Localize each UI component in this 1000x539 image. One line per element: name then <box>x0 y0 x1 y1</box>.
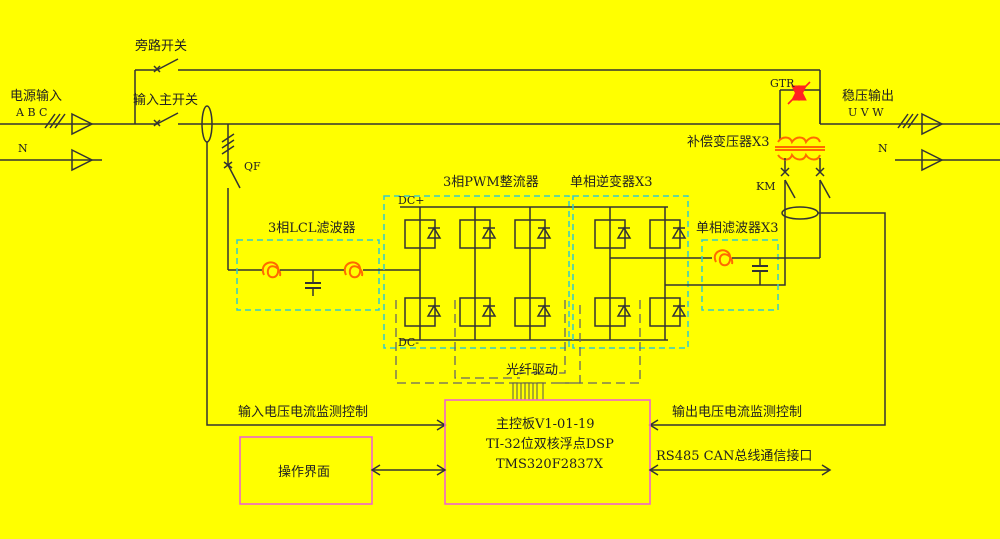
label-main-board-1: 主控板V1-01-19 <box>496 417 595 432</box>
label-main-switch: 输入主开关 <box>133 92 198 108</box>
label-main-board-2: TI-32位双核浮点DSP <box>486 437 614 452</box>
input-n-line <box>0 148 102 172</box>
km-switches <box>780 160 831 199</box>
label-output-monitor: 输出电压电流监测控制 <box>672 404 802 420</box>
qf-branch <box>221 124 262 271</box>
rectifier-leg-2 <box>459 207 497 340</box>
single-filter-components <box>713 180 821 285</box>
inverter-box <box>572 195 689 349</box>
output-n-line <box>895 148 1000 172</box>
single-filter-box <box>701 239 779 311</box>
rectifier-leg-3 <box>514 207 552 340</box>
lcl-filter-components <box>261 261 420 296</box>
label-dc-plus: DC+ <box>398 194 424 207</box>
lcl-filter-box <box>236 239 380 311</box>
pwm-rectifier-box <box>383 195 570 349</box>
label-single-filter: 单相滤波器X3 <box>696 221 779 236</box>
label-uvw: U V W <box>848 106 884 119</box>
label-operation-ui: 操作界面 <box>278 464 330 480</box>
label-main-board-3: TMS320F2837X <box>496 457 604 472</box>
label-dc-minus: DC- <box>398 336 419 349</box>
label-comm: RS485 CAN总线通信接口 <box>656 448 812 464</box>
label-qf: QF <box>244 160 261 173</box>
output-monitor-wire <box>650 212 886 426</box>
inverter-leg-1 <box>594 207 632 340</box>
output-current-sensor <box>781 206 819 220</box>
input-monitor-wire <box>206 142 445 426</box>
label-km: KM <box>756 180 775 193</box>
label-comp-transformer: 补偿变压器X3 <box>687 134 770 150</box>
label-bypass-switch: 旁路开关 <box>135 38 187 54</box>
label-single-inverter: 单相逆变器X3 <box>570 174 653 190</box>
comm-arrow-left <box>648 464 659 476</box>
label-gtr: GTR <box>770 77 795 90</box>
main-board-box <box>444 399 651 505</box>
label-power-input: 电源输入 <box>10 88 62 104</box>
rectifier-leg-1 <box>404 207 442 340</box>
fiber-bundle <box>512 382 544 401</box>
comm-arrow-right <box>821 464 832 476</box>
main-switch <box>135 112 780 127</box>
label-abc: A B C <box>15 106 47 119</box>
ui-arrow-right <box>436 464 447 476</box>
fiber-drive-group <box>395 300 641 384</box>
gtr-device <box>779 81 821 124</box>
label-n-in: N <box>18 142 28 155</box>
input-abc-line <box>0 112 135 136</box>
label-stable-output: 稳压输出 <box>842 88 894 104</box>
ui-arrow-left <box>370 464 381 476</box>
label-input-monitor: 输入电压电流监测控制 <box>238 404 368 420</box>
label-lcl-filter: 3相LCL滤波器 <box>268 221 355 236</box>
label-fiber-drive: 光纤驱动 <box>506 363 558 378</box>
inverter-leg-2 <box>649 207 687 340</box>
inv-out-2 <box>665 180 786 286</box>
label-pwm-rectifier: 3相PWM整流器 <box>443 175 539 190</box>
output-uvw-line <box>820 112 1000 136</box>
comp-transformer <box>775 124 825 161</box>
label-n-out: N <box>878 142 888 155</box>
bypass-line <box>134 58 821 124</box>
